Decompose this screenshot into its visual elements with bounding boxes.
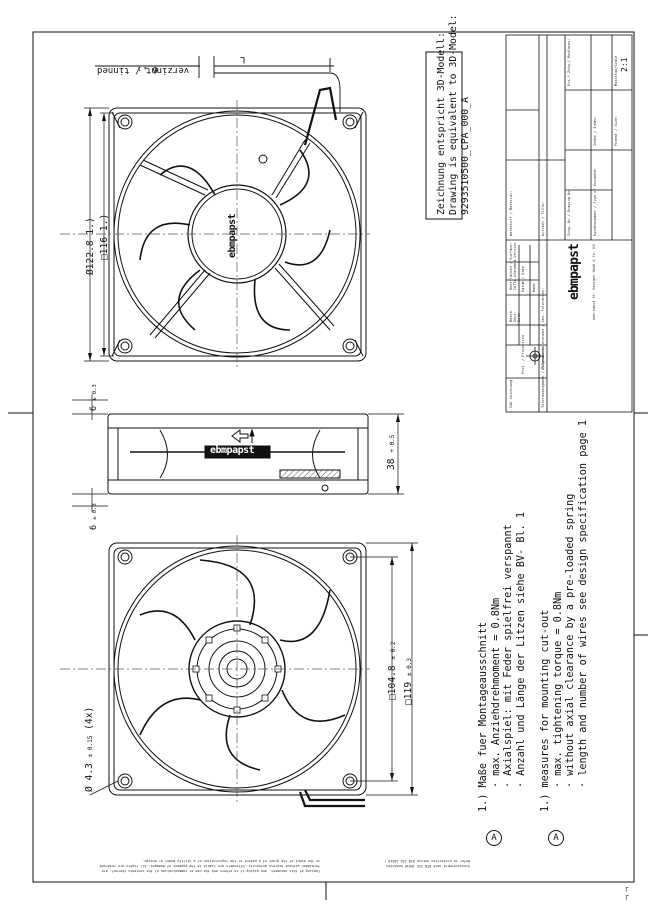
- tb-format: Format / Size:: [614, 115, 618, 146]
- tb-norm: Norm: [517, 313, 521, 322]
- note-title-en: 1.) measures for mounting cut-out: [540, 609, 551, 812]
- tb-replaces: Ers.f.Zchg./ Replaces:: [567, 38, 571, 86]
- tb-scale-label: Massstab/Scale: [614, 55, 618, 86]
- tb-index: Index / Index:: [593, 115, 597, 146]
- brand-logo-top: ebmpapst: [227, 213, 238, 258]
- dim-hole: Ø 4.3 ± 0.15 (4x): [84, 706, 95, 792]
- model-note: Zeichnung entspricht 3D-Modell: Drawing …: [436, 14, 471, 215]
- tb-general-tol: Allgemeintoleranzen / Gen. Tolerances:: [541, 287, 545, 370]
- note-title-de: 1.) Maße fuer Montageausschnitt: [478, 621, 489, 812]
- dim-outer-diameter: Ø122.8 1.): [85, 217, 96, 275]
- tb-scale-value: 2:1: [620, 57, 629, 72]
- fan-side-view: [107, 413, 369, 495]
- note-item-en-1: · max. tightening torque = 0.8Nm: [552, 591, 564, 788]
- model-note-box: [425, 51, 463, 220]
- corner-mark-2: ┌: [624, 892, 629, 900]
- dim-inner-square: □116 1.): [99, 213, 110, 260]
- tb-cad: CAD Zeichnung: [509, 379, 513, 408]
- brand-logo-side: ebmpapst: [210, 445, 255, 456]
- tb-title: Artikel / Title:: [541, 201, 545, 236]
- tb-name: Name: [532, 283, 536, 292]
- dim-flange-bottom: 6 ± 0.3: [89, 503, 99, 530]
- tb-brand-logo: ebmpapst: [567, 243, 582, 300]
- marker-a-de: A: [486, 830, 502, 846]
- dim-flange-top: 6 ± 0.3: [89, 384, 99, 411]
- note-item-en-2: · without axial clearance by a pre-loade…: [565, 493, 576, 788]
- dim-body-square: □119 ± 0.3: [403, 658, 414, 705]
- tb-company: ebm-papst St. Georgen GmbH & Co. KG: [592, 244, 596, 320]
- note-item-de-1: · max. Anziehdrehmoment = 0.8Nm: [490, 597, 502, 788]
- length-label: L: [240, 54, 246, 64]
- note-item-en-3: · length and number of wires see design …: [577, 419, 589, 788]
- wire-dim: 6 ± 1: [138, 64, 158, 74]
- fan-bottom-view: [108, 542, 367, 808]
- tb-material: Werkstoff / Material:: [509, 190, 513, 236]
- title-block: [505, 34, 633, 413]
- tb-document-type: Kundennummer / Type of Document: [593, 168, 597, 236]
- corner-mark: ┌: [624, 884, 629, 892]
- marker-a-en: A: [548, 830, 564, 846]
- tb-drawing-no: Zchg.-Nr./ Drawing No:: [567, 188, 571, 236]
- border-frame: [32, 31, 635, 883]
- tb-version: CATIA-Standard-Version: [513, 242, 517, 290]
- note-item-de-2: · Axialspiel: mit Feder spielfrei verspa…: [503, 524, 514, 788]
- tb-date: Datum / Date: [521, 266, 525, 292]
- iso-notice: Schutzvermerk nach DIN ISO 16016 beachte…: [384, 859, 470, 868]
- dim-height: 38 + 0.5: [386, 434, 397, 470]
- copyright-notice: Copying of this document, and giving it …: [99, 859, 320, 873]
- tb-projection: Proj. / Projection: [521, 335, 525, 374]
- wire-leader-top: [95, 56, 341, 112]
- note-item-de-3: · Anzahl und Länge der Litzen siehe BV- …: [515, 511, 527, 788]
- dim-hole-pitch: □104.8 ± 0.2: [387, 641, 398, 701]
- notes-english: 1.) measures for mounting cut-out · max.…: [540, 420, 590, 812]
- notes-german: 1.) Maße fuer Montageausschnitt · max. A…: [478, 512, 528, 812]
